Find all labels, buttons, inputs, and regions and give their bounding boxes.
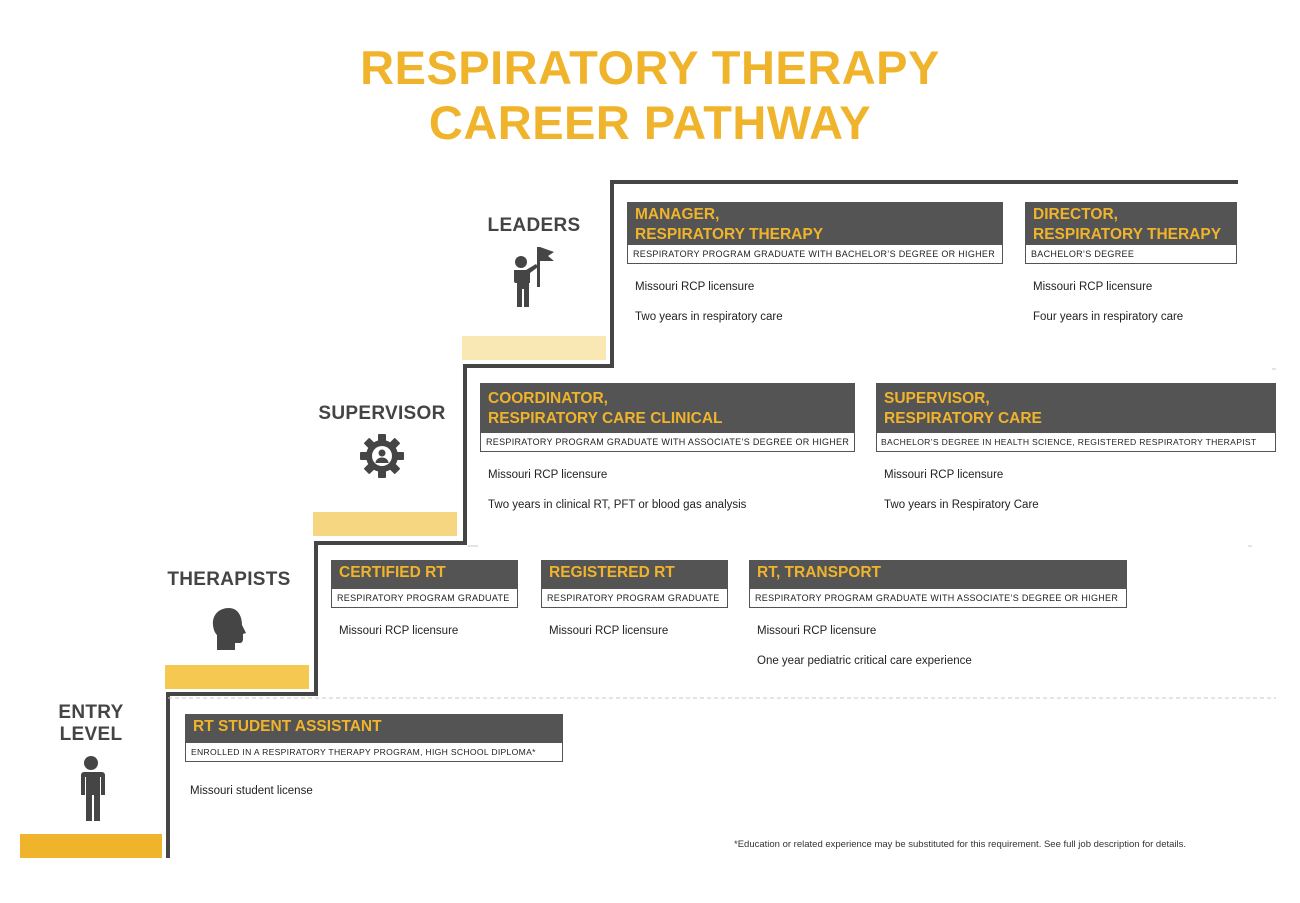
- person-flag-icon: [514, 247, 554, 307]
- card-requirement: BACHELOR’S DEGREE: [1025, 245, 1237, 264]
- card-certified-rt: CERTIFIED RT RESPIRATORY PROGRAM GRADUAT…: [331, 560, 518, 654]
- entry-level-platform: [20, 834, 162, 858]
- card-notes: Missouri RCP licensure Two years in clin…: [480, 468, 855, 512]
- note-item: Missouri RCP licensure: [884, 469, 1004, 481]
- leaders-label: LEADERS: [487, 215, 581, 236]
- supervisor-label: SUPERVISOR: [318, 403, 446, 424]
- gear-person-icon: [360, 434, 404, 478]
- therapists-platform: [165, 665, 309, 689]
- card-title: REGISTERED RT: [541, 560, 728, 589]
- note-item: Missouri RCP licensure: [339, 625, 459, 637]
- card-requirement: BACHELOR’S DEGREE IN HEALTH SCIENCE, REG…: [876, 433, 1276, 452]
- card-title: COORDINATOR, RESPIRATORY CARE CLINICAL: [480, 383, 855, 433]
- footnote: *Education or related experience may be …: [734, 839, 1187, 850]
- card-requirement: RESPIRATORY PROGRAM GRADUATE WITH ASSOCI…: [749, 589, 1127, 608]
- card-coordinator-respiratory-care-clinical: COORDINATOR, RESPIRATORY CARE CLINICAL R…: [480, 383, 855, 528]
- card-title: RT STUDENT ASSISTANT: [185, 714, 563, 743]
- card-title: CERTIFIED RT: [331, 560, 518, 589]
- card-rt-student-assistant: RT STUDENT ASSISTANT ENROLLED IN A RESPI…: [185, 714, 563, 814]
- entry-level-label: ENTRY LEVEL: [58, 702, 124, 745]
- card-notes: Missouri RCP licensure: [331, 624, 518, 638]
- page-title: RESPIRATORY THERAPY CAREER PATHWAY: [0, 40, 1300, 150]
- note-item: Four years in respiratory care: [1033, 311, 1184, 323]
- card-notes: Missouri RCP licensure: [541, 624, 728, 638]
- note-item: Missouri RCP licensure: [488, 469, 608, 481]
- card-notes: Missouri student license: [185, 784, 563, 798]
- note-item: Two years in Respiratory Care: [884, 499, 1039, 511]
- person-icon: [80, 756, 105, 821]
- card-registered-rt: REGISTERED RT RESPIRATORY PROGRAM GRADUA…: [541, 560, 728, 654]
- note-item: Missouri RCP licensure: [1033, 281, 1153, 293]
- card-notes: Missouri RCP licensure One year pediatri…: [749, 624, 1127, 668]
- title-line-2: CAREER PATHWAY: [428, 96, 872, 149]
- note-item: Missouri RCP licensure: [635, 281, 755, 293]
- note-item: Two years in respiratory care: [635, 311, 783, 323]
- card-requirement: RESPIRATORY PROGRAM GRADUATE: [541, 589, 728, 608]
- card-title: RT, TRANSPORT: [749, 560, 1127, 589]
- card-requirement: RESPIRATORY PROGRAM GRADUATE WITH ASSOCI…: [480, 433, 855, 452]
- note-item: Missouri RCP licensure: [757, 625, 877, 637]
- note-item: Two years in clinical RT, PFT or blood g…: [488, 499, 747, 511]
- card-rt-transport: RT, TRANSPORT RESPIRATORY PROGRAM GRADUA…: [749, 560, 1127, 684]
- card-director-respiratory-therapy: DIRECTOR, RESPIRATORY THERAPY BACHELOR’S…: [1025, 202, 1237, 340]
- card-requirement: RESPIRATORY PROGRAM GRADUATE WITH BACHEL…: [627, 245, 1003, 264]
- stair-line: [166, 180, 1238, 858]
- card-manager-respiratory-therapy: MANAGER, RESPIRATORY THERAPY RESPIRATORY…: [627, 202, 1003, 340]
- card-requirement: ENROLLED IN A RESPIRATORY THERAPY PROGRA…: [185, 743, 563, 762]
- title-line-1: RESPIRATORY THERAPY: [360, 41, 940, 94]
- card-supervisor-respiratory-care: SUPERVISOR, RESPIRATORY CARE BACHELOR’S …: [876, 383, 1276, 528]
- card-title: DIRECTOR, RESPIRATORY THERAPY: [1025, 202, 1237, 245]
- card-notes: Missouri RCP licensure Two years in Resp…: [876, 468, 1276, 512]
- supervisor-platform: [313, 512, 457, 536]
- card-notes: Missouri RCP licensure Four years in res…: [1025, 280, 1237, 324]
- card-requirement: RESPIRATORY PROGRAM GRADUATE: [331, 589, 518, 608]
- head-profile-icon: [212, 608, 246, 650]
- card-title: SUPERVISOR, RESPIRATORY CARE: [876, 383, 1276, 433]
- leaders-platform: [462, 336, 606, 360]
- note-item: Missouri RCP licensure: [549, 625, 669, 637]
- card-notes: Missouri RCP licensure Two years in resp…: [627, 280, 1003, 324]
- therapists-label: THERAPISTS: [167, 569, 291, 590]
- note-item: One year pediatric critical care experie…: [757, 655, 972, 667]
- note-item: Missouri student license: [190, 785, 313, 797]
- card-title: MANAGER, RESPIRATORY THERAPY: [627, 202, 1003, 245]
